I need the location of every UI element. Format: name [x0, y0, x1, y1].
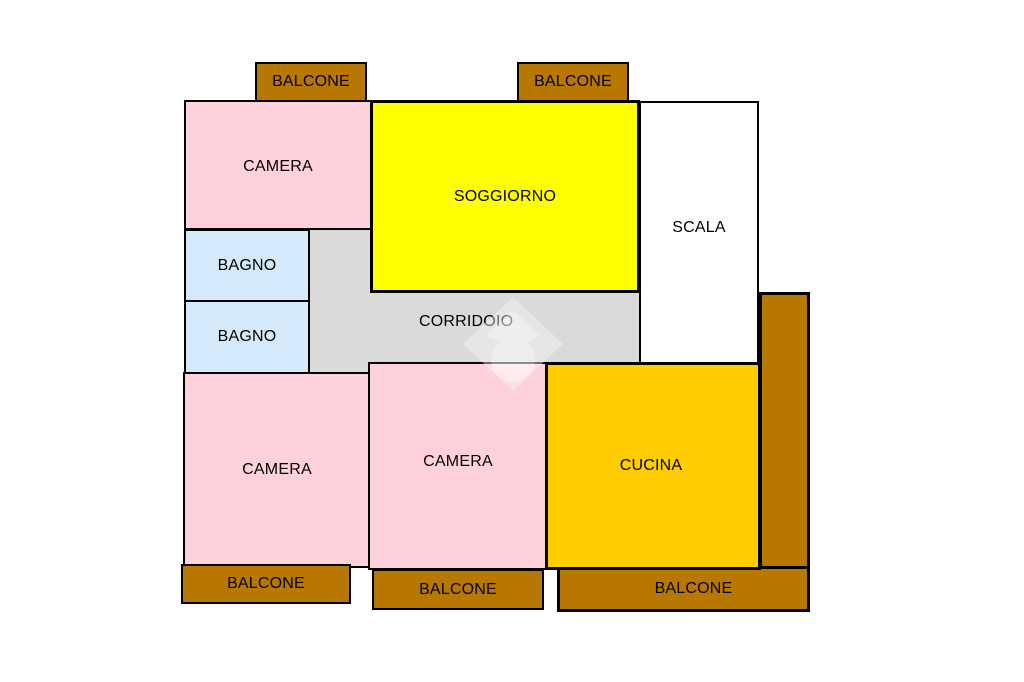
balcone-top-mid: BALCONE: [517, 62, 629, 102]
soggiorno-label: SOGGIORNO: [453, 187, 557, 205]
camera-bottom-left-label: CAMERA: [242, 461, 312, 478]
cucina: CUCINA: [545, 362, 761, 570]
camera-bottom-left: CAMERA: [183, 372, 371, 568]
scala-label: SCALA: [672, 219, 726, 236]
balcone-bottom-left: BALCONE: [181, 564, 351, 604]
camera-top-left: CAMERA: [184, 100, 372, 230]
camera-top-left-label: CAMERA: [243, 158, 313, 175]
balcone-top-left-label: BALCONE: [272, 73, 350, 90]
camera-bottom-mid: CAMERA: [368, 362, 548, 570]
balcone-top-mid-label: BALCONE: [534, 73, 612, 90]
cucina-label: CUCINA: [619, 457, 683, 474]
bagno-upper: BAGNO: [184, 229, 310, 302]
bagno-lower-label: BAGNO: [217, 328, 277, 345]
balcone-bottom-right: BALCONE: [557, 566, 810, 612]
camera-bottom-mid-label: CAMERA: [423, 453, 493, 470]
bagno-upper-label: BAGNO: [217, 256, 277, 274]
scala: SCALA: [639, 101, 759, 365]
bagno-lower: BAGNO: [184, 300, 310, 374]
corridoio-label: CORRIDOIO: [419, 313, 514, 330]
balcone-top-left: BALCONE: [255, 62, 367, 102]
balcone-bottom-right-label: BALCONE: [654, 580, 733, 597]
balcone-bottom-mid-label: BALCONE: [419, 580, 497, 598]
soggiorno: SOGGIORNO: [370, 100, 640, 293]
balcone-bottom-left-label: BALCONE: [227, 575, 305, 592]
balcone-right-arm: [759, 292, 810, 612]
balcone-bottom-mid: BALCONE: [372, 569, 544, 610]
